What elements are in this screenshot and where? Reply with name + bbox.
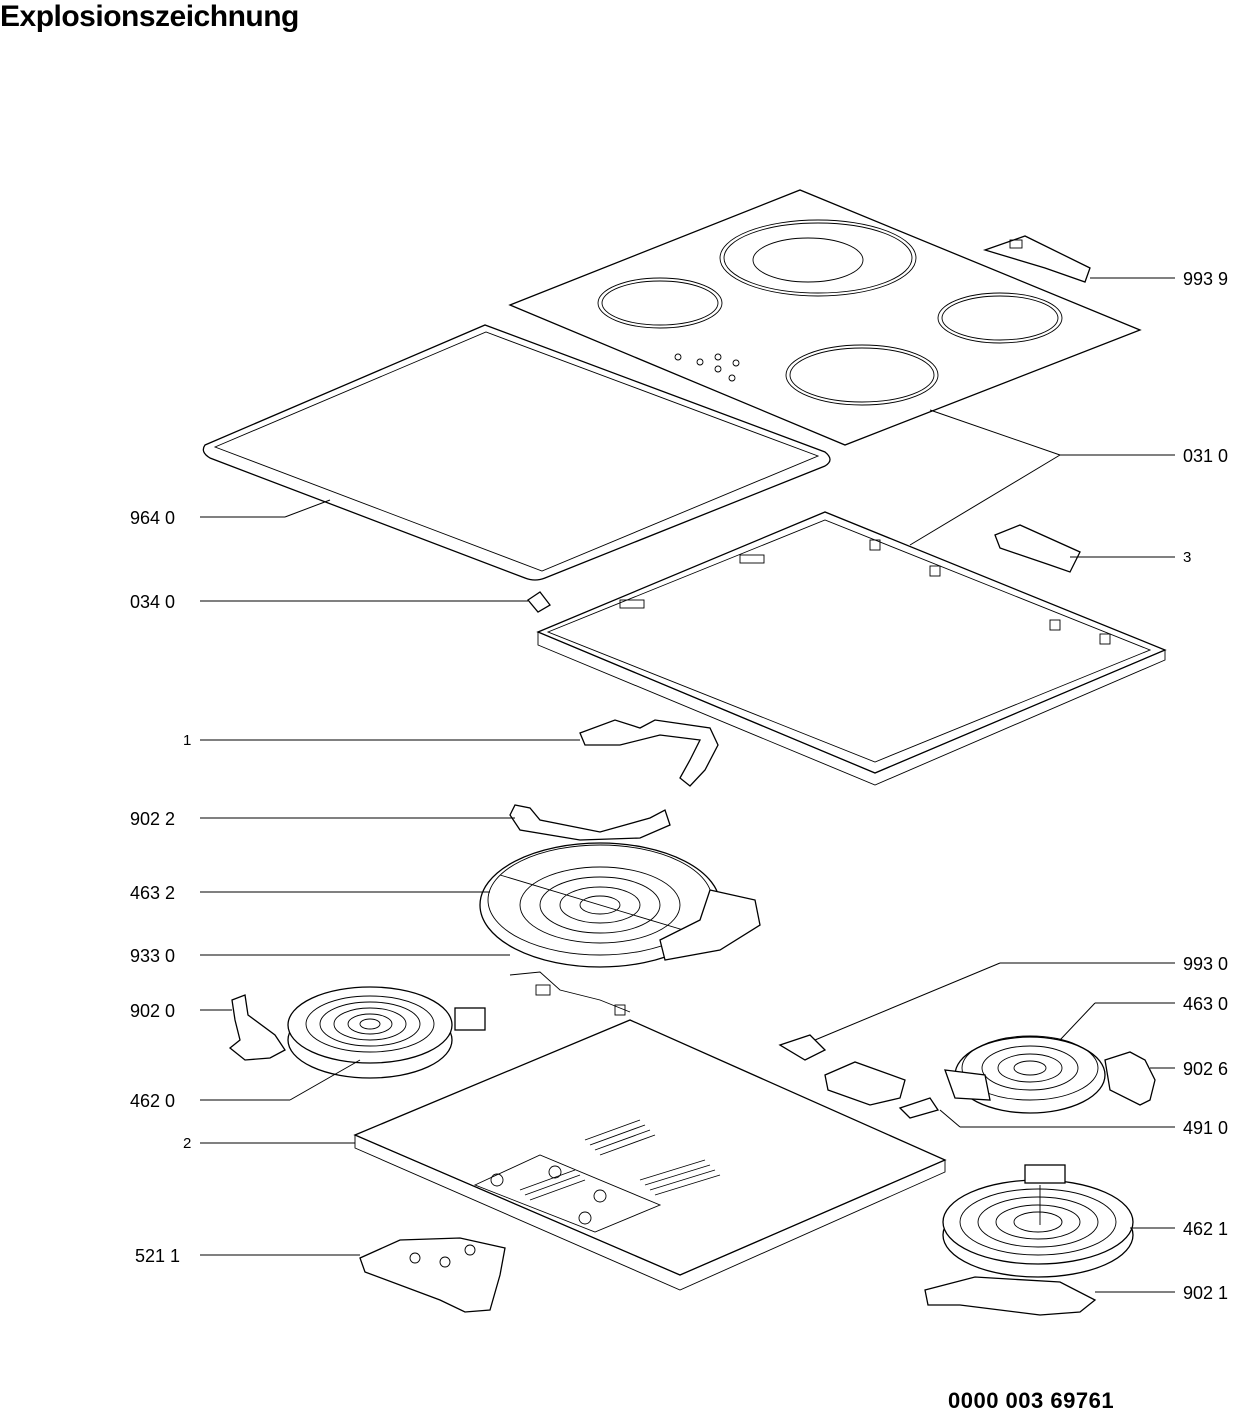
- wire-933-0: [509, 971, 631, 1016]
- support-902-2: [509, 804, 671, 841]
- callout-521-1: 521 1: [135, 1246, 180, 1266]
- callout-964-0: 964 0: [130, 508, 175, 528]
- callout-902-1: 902 1: [1183, 1283, 1228, 1303]
- callout-902-6: 902 6: [1183, 1059, 1228, 1079]
- wire-bracket: [579, 719, 719, 787]
- top-bracket: [982, 235, 1091, 283]
- base-tray: [353, 1019, 947, 1291]
- callout-3: 3: [1183, 549, 1191, 566]
- clip-993-0: [778, 1034, 827, 1061]
- callout-491-0: 491 0: [1183, 1118, 1228, 1138]
- clip: [527, 591, 551, 613]
- callout-462-1: 462 1: [1183, 1219, 1228, 1239]
- callout-993-0: 993 0: [1183, 954, 1228, 974]
- callout-462-0: 462 0: [130, 1091, 175, 1111]
- support-902-1: [924, 1276, 1097, 1316]
- heating-element-462-1: [942, 1164, 1134, 1278]
- support-902-6: [1104, 1051, 1156, 1106]
- heating-element-463-0: [944, 1035, 1106, 1114]
- support-902-0: [228, 994, 286, 1061]
- callout-993-9: 993 9: [1183, 269, 1228, 289]
- leader-lines: [200, 277, 1175, 1293]
- callout-034-0: 034 0: [130, 592, 175, 612]
- callout-031-0: 031 0: [1183, 446, 1228, 466]
- heating-element-462-0: [287, 986, 486, 1079]
- control-module-521-1: [359, 1237, 506, 1313]
- callout-labels: 993 9 031 0 964 0 3 034 0 1 902 2 463 2 …: [130, 269, 1228, 1303]
- document-number: 0000 003 69761: [948, 1388, 1115, 1413]
- callout-1: 1: [183, 732, 191, 749]
- side-bracket: [994, 524, 1081, 573]
- callout-902-2: 902 2: [130, 809, 175, 829]
- callout-463-2: 463 2: [130, 883, 175, 903]
- callout-463-0: 463 0: [1183, 994, 1228, 1014]
- callout-933-0: 933 0: [130, 946, 175, 966]
- cooktop-frame: [536, 511, 1167, 786]
- glass-cooktop-plate: [508, 189, 1142, 446]
- gasket-seal: [202, 324, 831, 581]
- page-title: Explosionszeichnung: [0, 0, 299, 33]
- callout-902-0: 902 0: [130, 1001, 175, 1021]
- heating-element-463-2: [479, 842, 761, 968]
- switch-module-491-0: [824, 1061, 940, 1119]
- callout-2: 2: [183, 1135, 191, 1152]
